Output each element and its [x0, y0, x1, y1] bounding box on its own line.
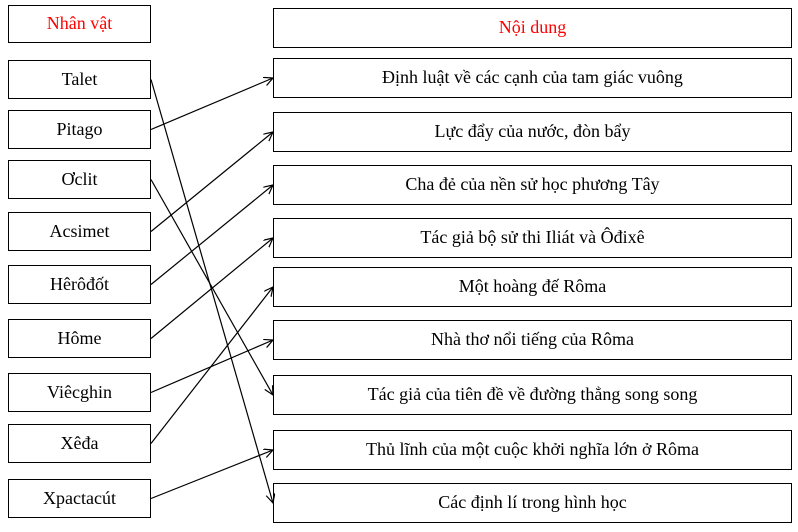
- connector-arrow: [150, 287, 273, 444]
- connector-arrow: [150, 340, 273, 394]
- content-box: Nhà thơ nổi tiếng của Rôma: [273, 320, 792, 360]
- content-box: Tác giả của tiên đề về đường thẳng song …: [273, 375, 792, 415]
- person-box: Ơclit: [8, 160, 151, 199]
- connector-arrow: [150, 78, 273, 131]
- left-column-header: Nhân vật: [8, 5, 151, 43]
- connector-arrow: [150, 238, 273, 339]
- content-box: Thủ lĩnh của một cuộc khởi nghĩa lớn ở R…: [273, 430, 792, 470]
- connector-arrow: [150, 450, 273, 500]
- connector-arrow: [150, 179, 273, 396]
- content-box: Một hoàng đế Rôma: [273, 267, 792, 307]
- right-column-header: Nội dung: [273, 8, 792, 48]
- person-box: Talet: [8, 60, 151, 99]
- content-box: Định luật về các cạnh của tam giác vuông: [273, 58, 792, 98]
- connector-arrow: [150, 132, 273, 232]
- person-box: Hôme: [8, 319, 151, 358]
- person-box: Acsimet: [8, 212, 151, 251]
- person-box: Xpactacút: [8, 479, 151, 518]
- person-box: Xêđa: [8, 424, 151, 463]
- content-box: Lực đẩy của nước, đòn bẩy: [273, 112, 792, 152]
- connector-arrow: [150, 185, 273, 285]
- content-box: Cha đẻ của nền sử học phương Tây: [273, 165, 792, 205]
- content-box: Các định lí trong hình học: [273, 483, 792, 523]
- person-box: Hêrôđốt: [8, 265, 151, 304]
- content-box: Tác giả bộ sử thi Iliát và Ôđixê: [273, 218, 792, 258]
- person-box: Viêcghin: [8, 373, 151, 412]
- person-box: Pitago: [8, 110, 151, 149]
- connector-arrow: [150, 79, 273, 504]
